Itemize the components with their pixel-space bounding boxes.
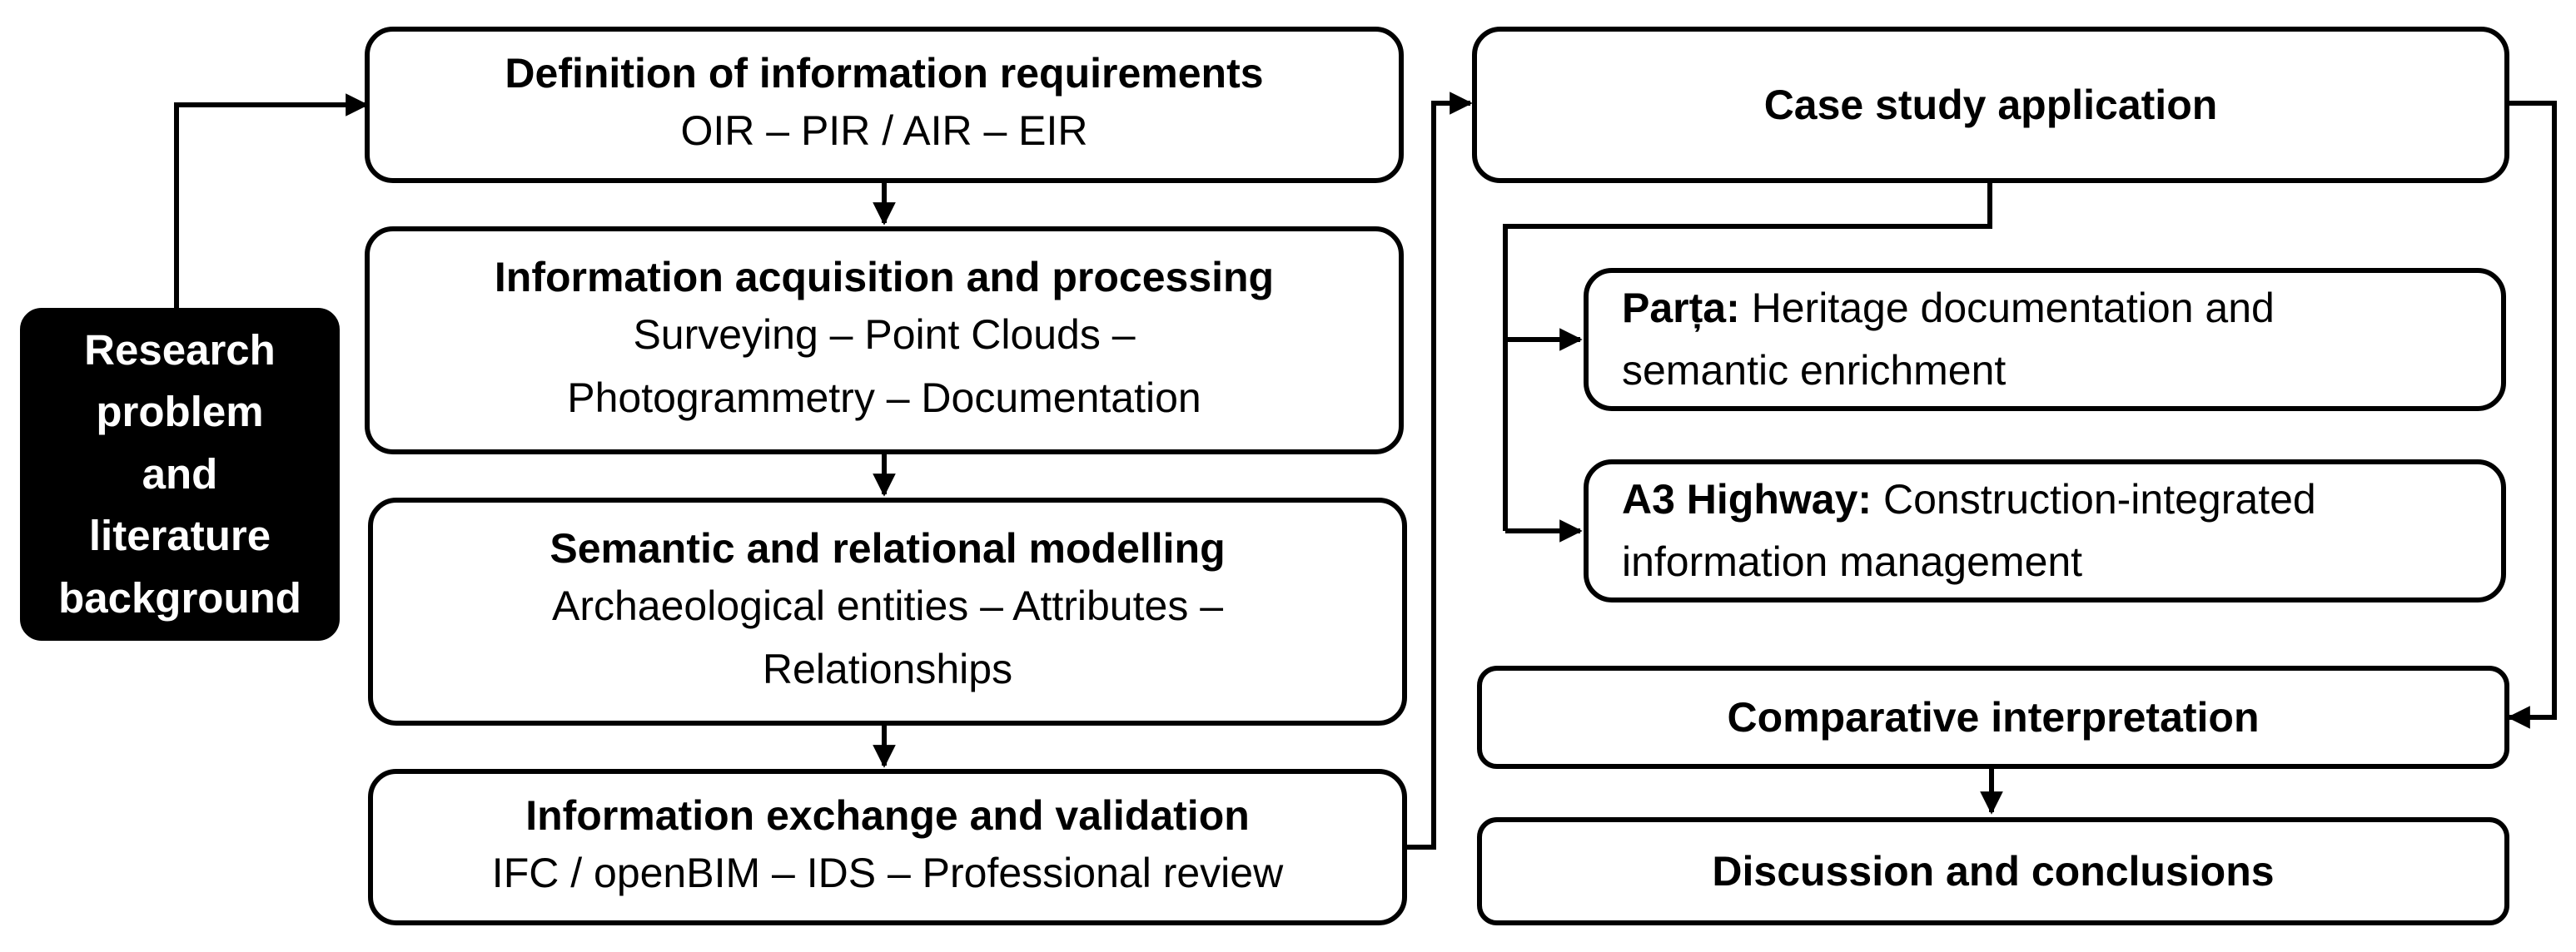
case-study-box: Case study application xyxy=(1472,27,2509,183)
research-problem-box: Research problem and literature backgrou… xyxy=(20,308,340,641)
research-line-1: Research xyxy=(84,325,276,374)
acquisition-box: Information acquisition and processing S… xyxy=(365,226,1404,454)
connector-exchange-to-case-study xyxy=(1407,92,1473,850)
exchange-box: Information exchange and validation IFC … xyxy=(368,769,1407,925)
research-line-2: problem xyxy=(96,388,264,436)
case-study-title: Case study application xyxy=(1763,81,2218,128)
exchange-title: Information exchange and validation xyxy=(525,791,1250,839)
modelling-detail-2: Relationships xyxy=(762,645,1013,692)
case-parta-text-2: semantic enrichment xyxy=(1622,347,2007,394)
definition-box: Definition of information requirements O… xyxy=(365,27,1404,183)
acquisition-title: Information acquisition and processing xyxy=(494,253,1275,300)
research-line-5: background xyxy=(58,573,301,622)
case-parta-text-1: Heritage documentation and xyxy=(1751,285,2275,331)
case-parta-name: Parța: xyxy=(1622,285,1740,331)
modelling-box: Semantic and relational modelling Archae… xyxy=(368,498,1407,726)
discussion-title: Discussion and conclusions xyxy=(1712,847,2275,895)
discussion-box: Discussion and conclusions xyxy=(1477,817,2509,925)
modelling-detail-1: Archaeological entities – Attributes – xyxy=(551,582,1224,629)
case-parta-box: Parța: Heritage documentation and semant… xyxy=(1584,268,2506,411)
research-line-3: and xyxy=(142,449,218,498)
definition-title: Definition of information requirements xyxy=(505,49,1264,97)
connector-case-study-branch xyxy=(1503,183,1992,531)
modelling-title: Semantic and relational modelling xyxy=(550,524,1226,572)
connector-research-to-definition xyxy=(174,93,369,310)
acquisition-detail-1: Surveying – Point Clouds – xyxy=(633,310,1136,358)
research-line-4: literature xyxy=(88,512,271,560)
case-parta-line-1: Parța: Heritage documentation and xyxy=(1622,277,2275,340)
case-a3-box: A3 Highway: Construction-integrated info… xyxy=(1584,459,2506,602)
exchange-detail-1: IFC / openBIM – IDS – Professional revie… xyxy=(491,849,1284,896)
case-a3-text-1: Construction-integrated xyxy=(1882,476,2316,523)
comparative-title: Comparative interpretation xyxy=(1727,693,2260,741)
case-a3-name: A3 Highway: xyxy=(1622,476,1872,523)
connector-case-study-to-comparative xyxy=(2506,101,2557,729)
case-a3-text-2: information management xyxy=(1622,538,2083,585)
acquisition-detail-2: Photogrammetry – Documentation xyxy=(567,374,1201,421)
case-a3-line-1: A3 Highway: Construction-integrated xyxy=(1622,469,2316,531)
comparative-box: Comparative interpretation xyxy=(1477,666,2509,769)
definition-detail-1: OIR – PIR / AIR – EIR xyxy=(680,107,1088,154)
